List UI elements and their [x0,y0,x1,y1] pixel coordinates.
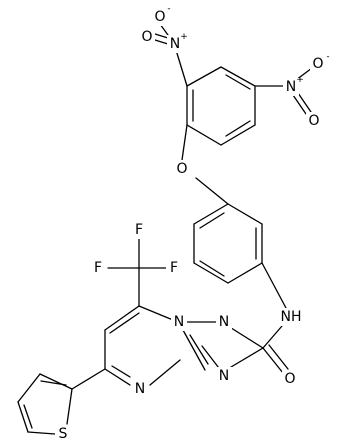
atom-labels: N + O - O N + O - O O [55,4,330,443]
svg-text:F: F [135,222,143,238]
svg-text:S: S [59,426,68,442]
svg-text:O: O [308,113,319,129]
svg-text:-: - [167,4,170,14]
svg-text:O: O [154,9,165,25]
triazole-n1-label: N [171,313,187,331]
svg-text:N: N [135,381,145,397]
svg-text:N: N [286,79,296,95]
amide-o-label: O [282,370,298,388]
svg-text:N: N [219,314,229,330]
nitro1-o-left-label: O [139,28,155,46]
svg-text:+: + [296,75,304,85]
svg-text:+: + [180,32,188,42]
cf3-f3-label: F [166,259,182,277]
svg-text:F: F [170,260,178,276]
svg-text:O: O [141,29,152,45]
svg-text:NH: NH [281,309,302,325]
cf3-f1-label: F [131,221,147,239]
pyrimidine-n-label: N [132,380,148,398]
nitro1-n-label: N + [167,32,188,53]
svg-text:N: N [219,368,229,384]
nitro2-o-right-label: O - [310,52,330,73]
svg-text:N: N [170,36,180,52]
nitro2-n-label: N + [283,75,304,96]
thiophene-s-label: S [55,425,71,443]
svg-text:N: N [174,314,184,330]
nitro1-o-top-label: O - [152,4,171,26]
cf3-f2-label: F [90,259,106,277]
nitro2-o-bottom-label: O [306,112,322,130]
triazole-n3-label: N [216,367,232,385]
svg-text:-: - [326,52,329,62]
ether-o-label: O [174,160,190,178]
amide-nh-label: NH [279,308,303,326]
svg-text:O: O [312,56,323,72]
svg-text:F: F [94,260,102,276]
bonds [17,23,313,435]
triazole-n2-label: N [216,313,232,331]
svg-text:O: O [176,161,187,177]
svg-text:O: O [284,371,295,387]
